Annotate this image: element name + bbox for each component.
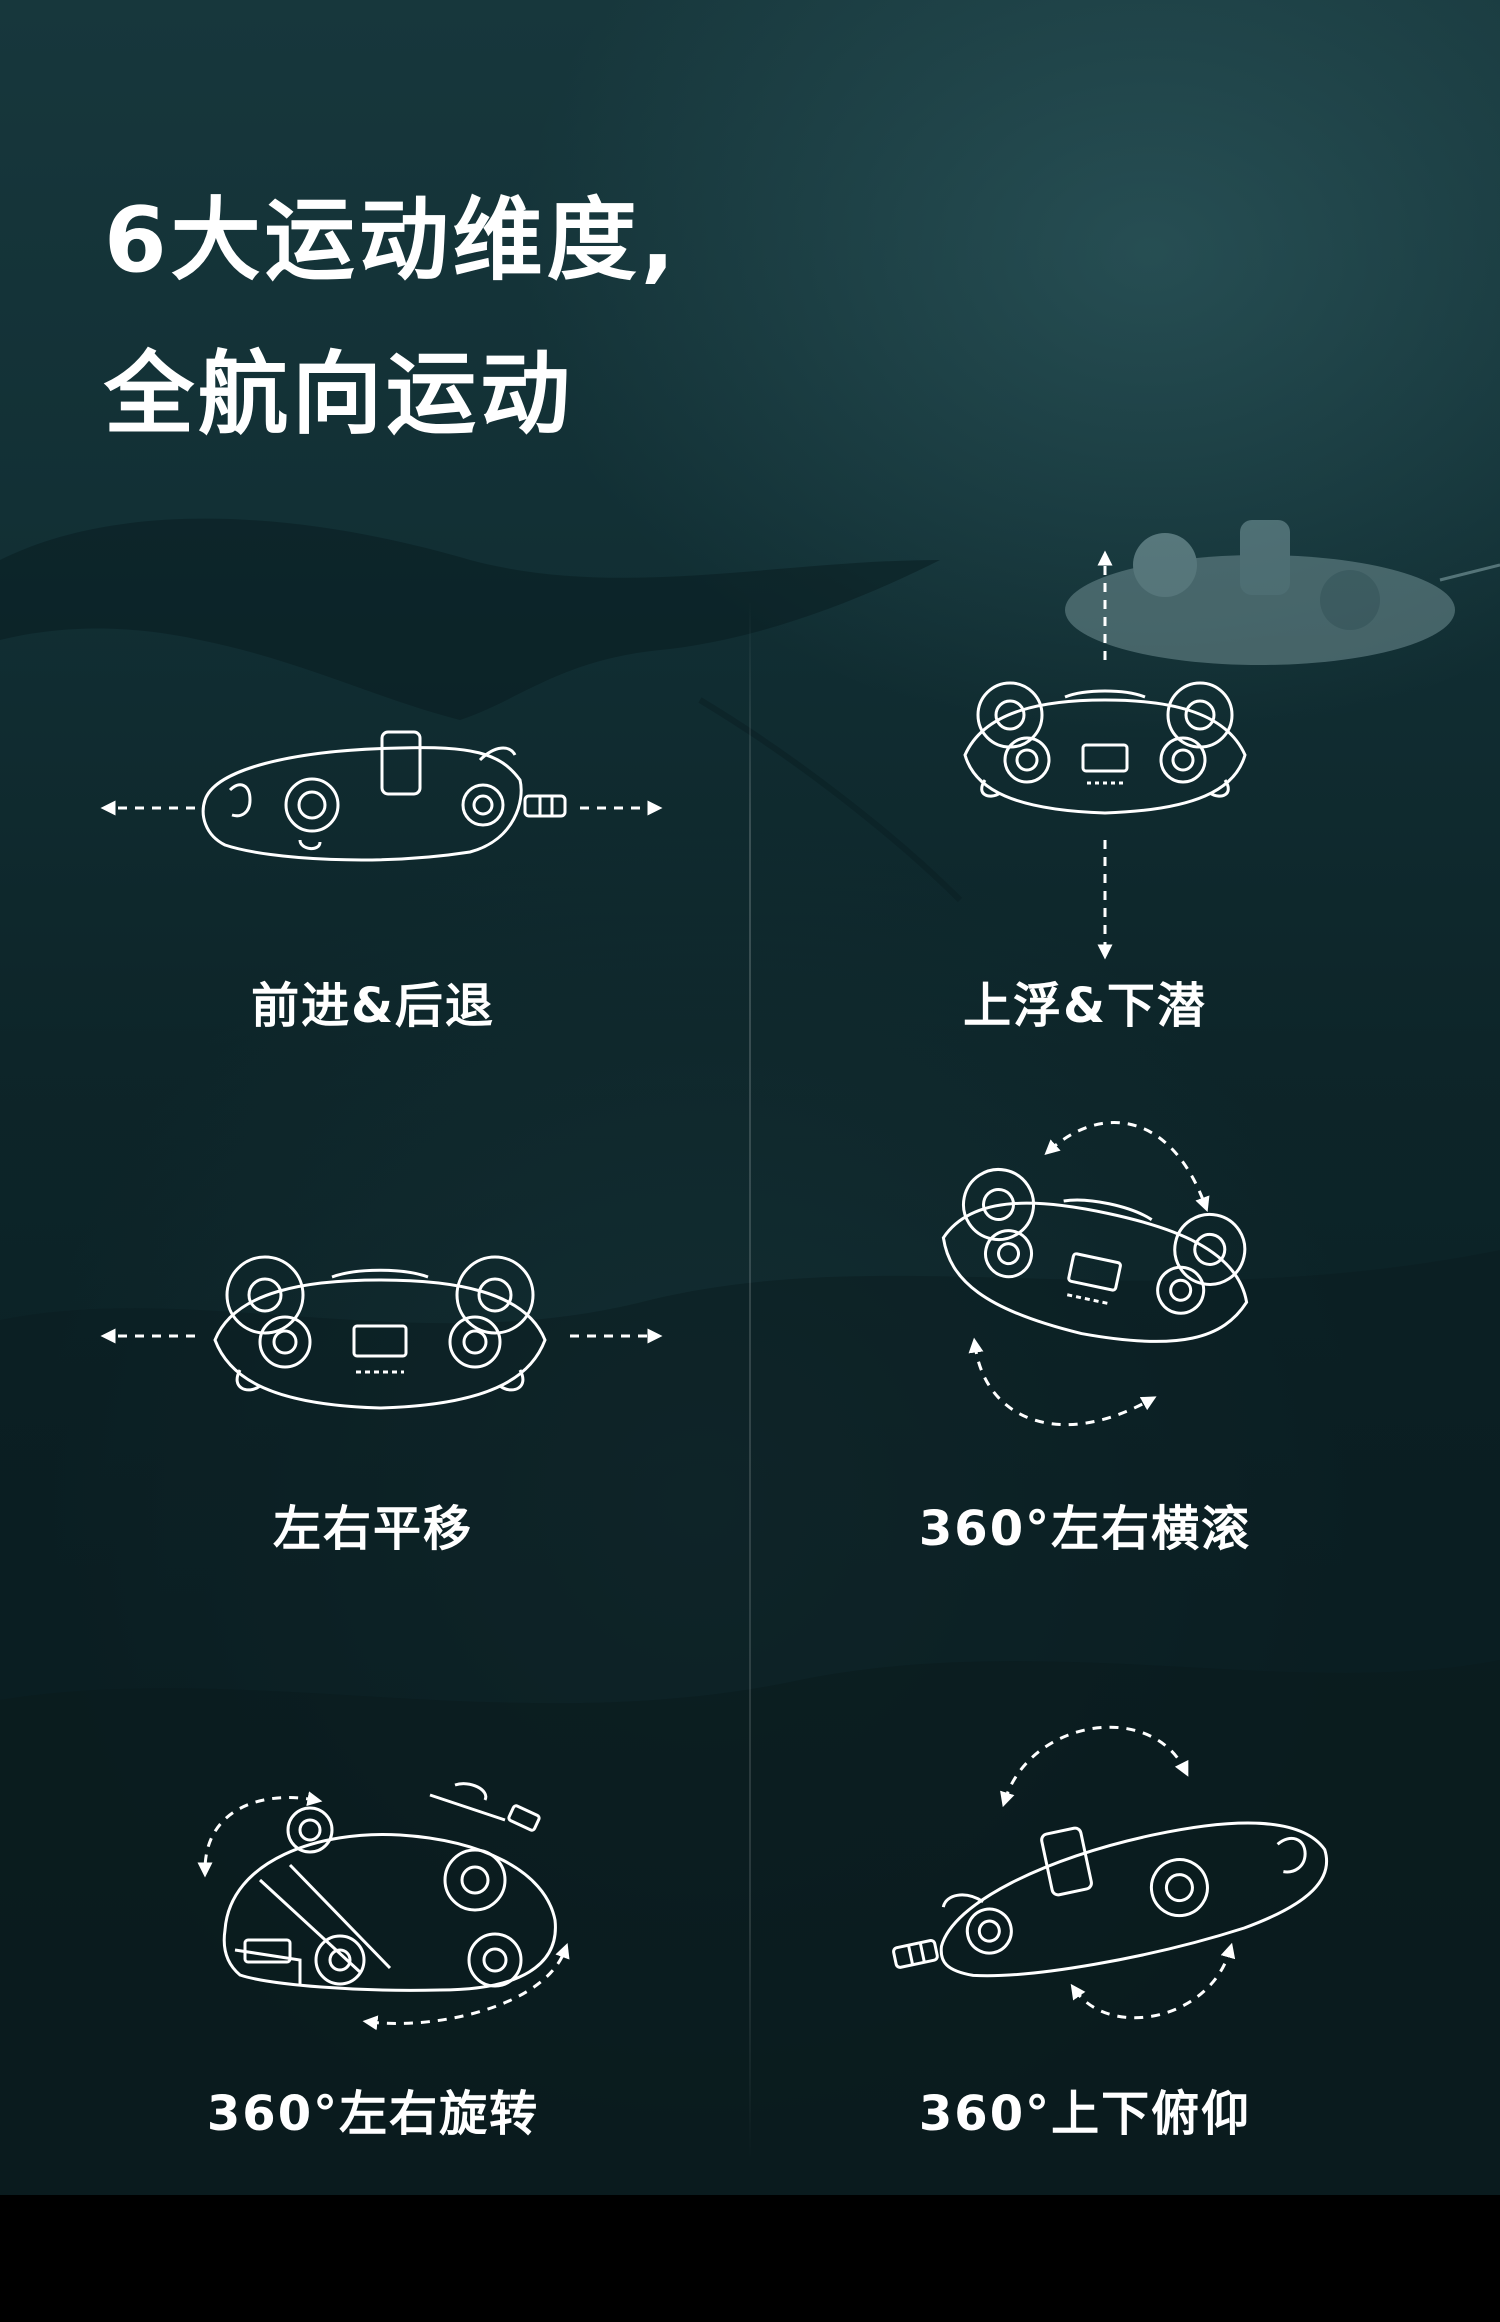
column-divider <box>749 600 751 2160</box>
caption-yaw: 360°左右旋转 <box>206 2086 540 2142</box>
drone-tilted-front-view-icon <box>941 1168 1249 1343</box>
drone-front-view-icon <box>213 1255 547 1410</box>
drone-perspective-view-icon <box>222 1782 557 1992</box>
drone-side-view-icon <box>201 730 567 862</box>
up-down-illustration <box>963 550 1247 960</box>
caption-up-down: 上浮&下潜 <box>963 978 1207 1034</box>
pitch-illustration <box>892 1725 1329 2020</box>
bottom-black-bar <box>0 2195 1500 2322</box>
caption-left-right-translation: 左右平移 <box>272 1501 473 1557</box>
drone-front-view-icon <box>963 681 1247 815</box>
page-title-line-1: 6大运动维度, <box>104 188 679 293</box>
caption-forward-backward: 前进&后退 <box>251 978 495 1034</box>
left-right-translation-illustration <box>100 1255 663 1410</box>
caption-roll: 360°左右横滚 <box>918 1501 1252 1557</box>
yaw-illustration <box>197 1782 570 2031</box>
caption-pitch: 360°上下俯仰 <box>918 2086 1252 2142</box>
drone-side-view-icon <box>892 1821 1329 1978</box>
roll-illustration <box>941 1121 1249 1427</box>
page-title-line-2: 全航向运动 <box>104 342 574 447</box>
forward-backward-illustration <box>100 730 663 862</box>
